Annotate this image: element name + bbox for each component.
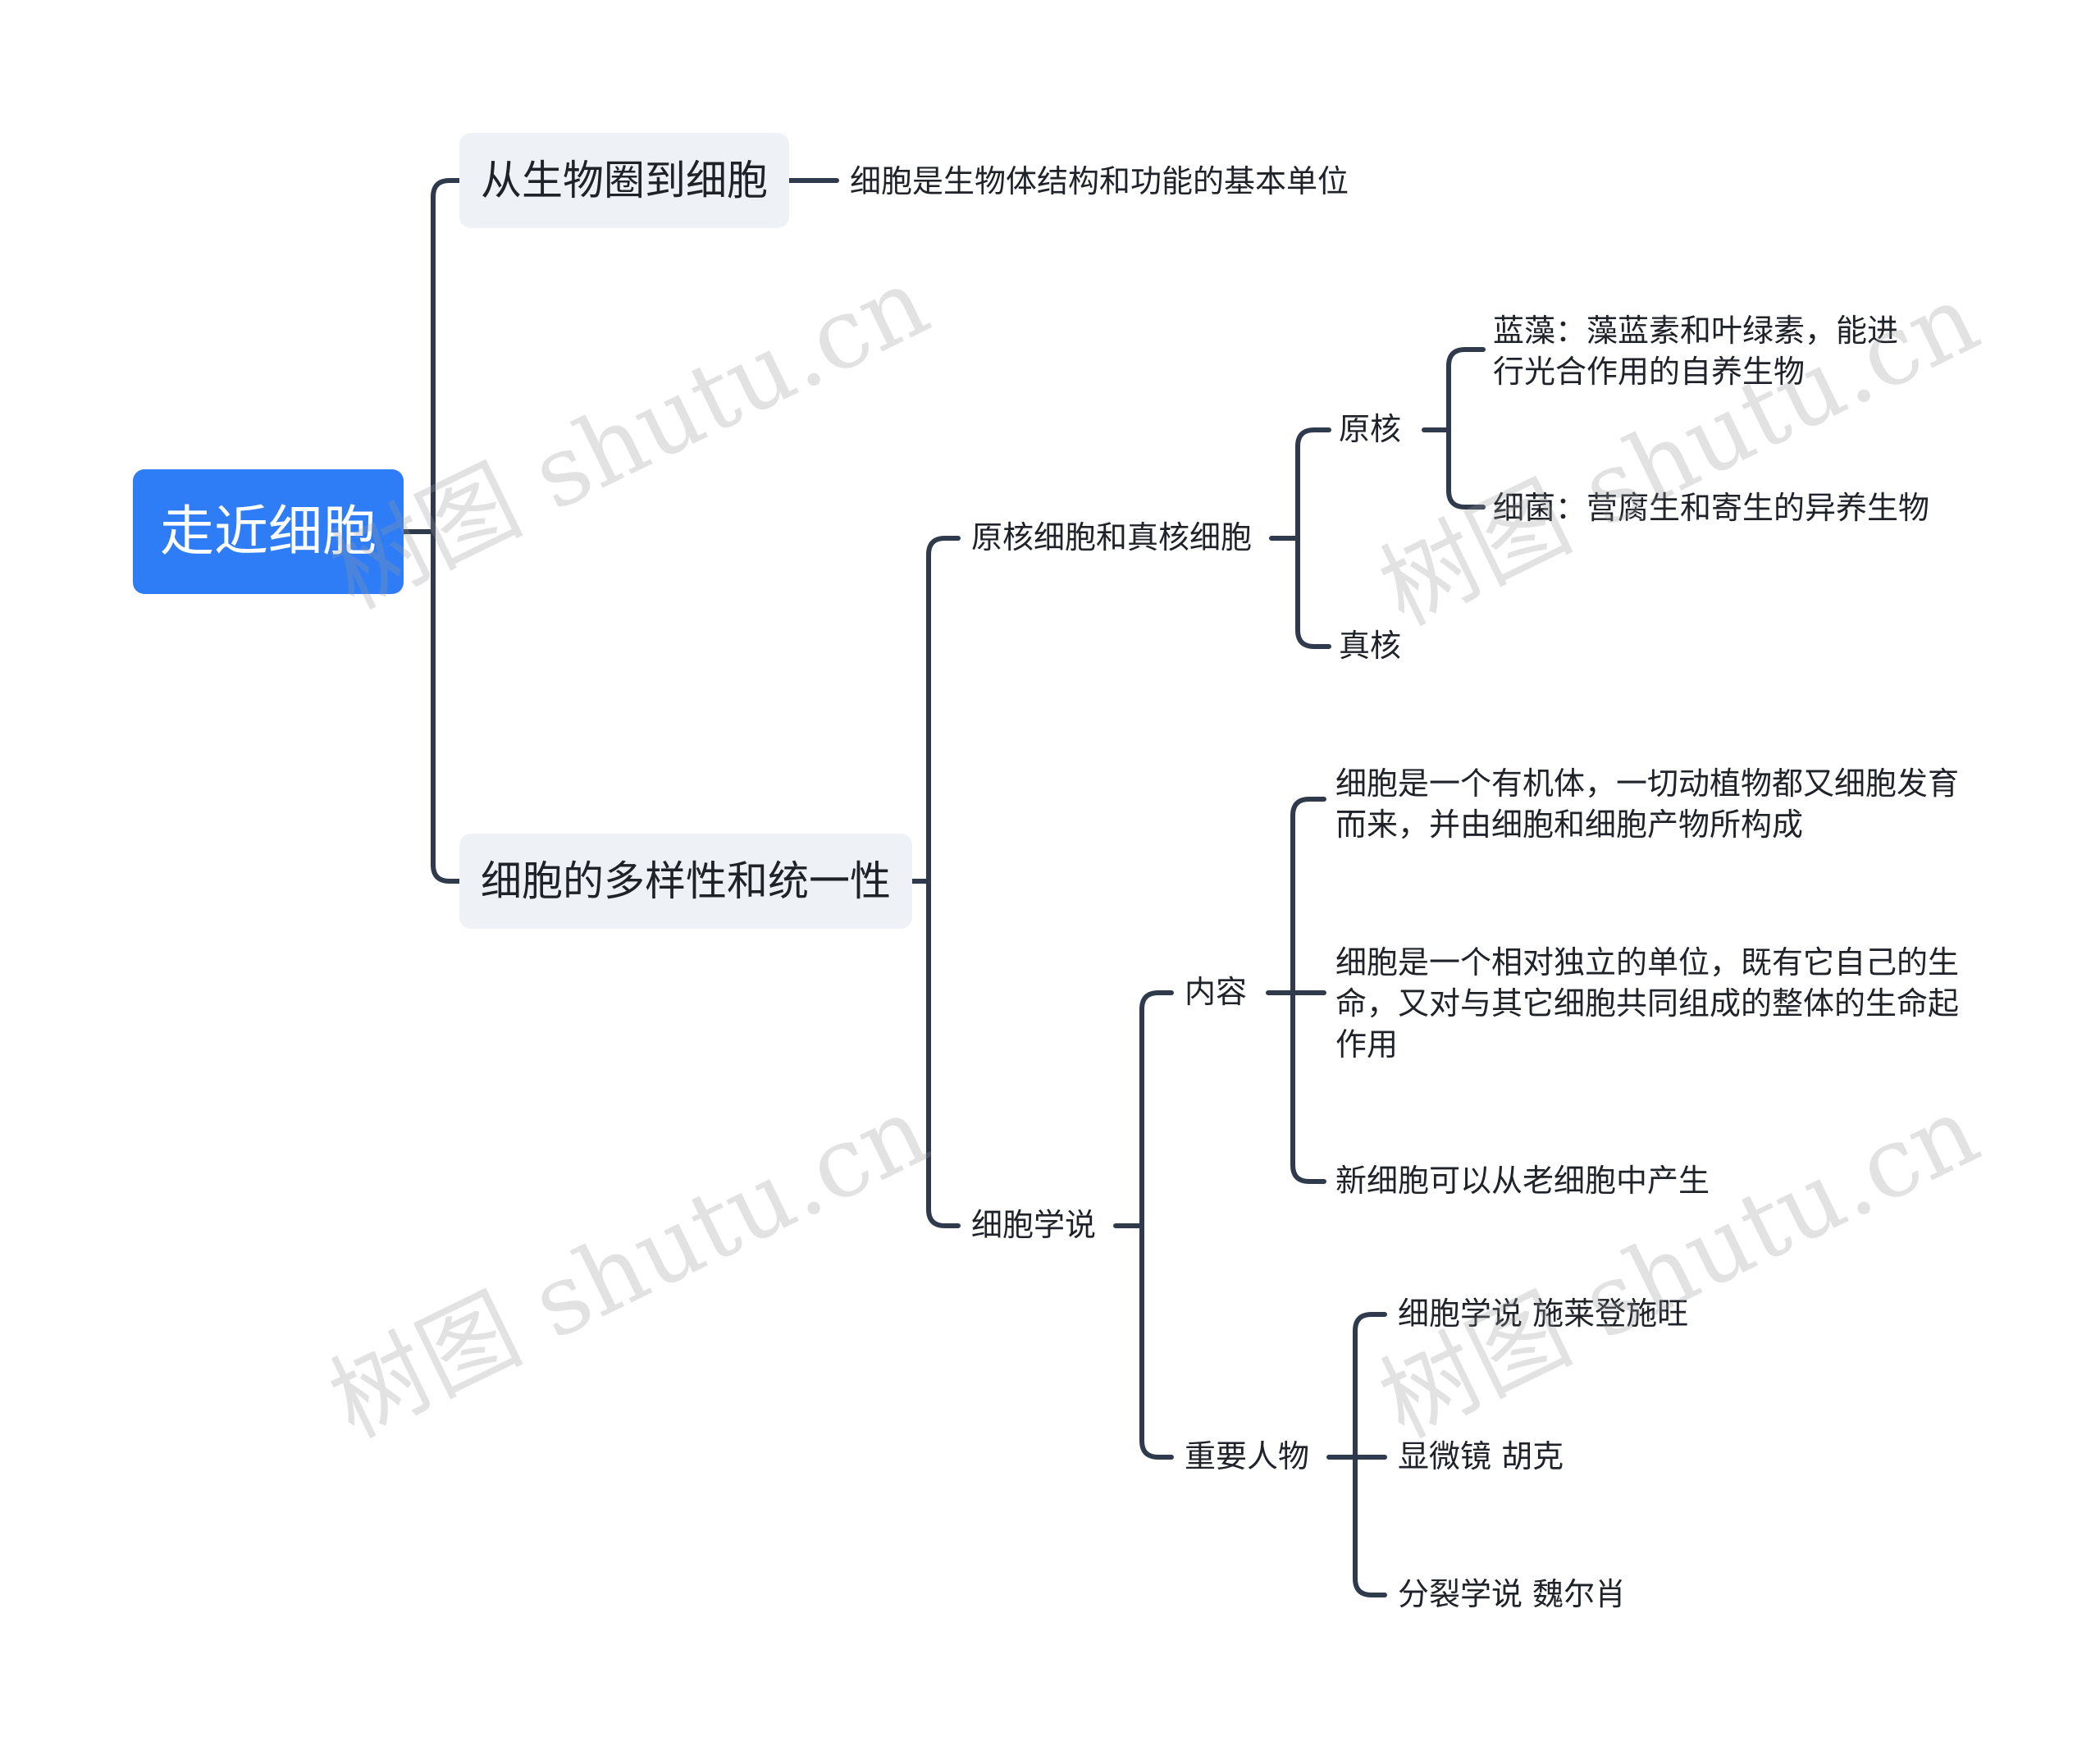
node-cell-theory[interactable]: 细胞学说 (971, 1207, 1097, 1243)
branch-cell-from-biosphere[interactable]: 从生物圈到细胞 (459, 133, 789, 228)
connector-root-branch1 (401, 178, 462, 534)
connector-prok (1422, 347, 1486, 432)
node-people-item-3[interactable]: 分裂学说 魏尔肖 (1398, 1576, 1627, 1612)
node-content-item-2[interactable]: 细胞是一个相对独立的单位，既有它自己的生命，又对与其它细胞共同组成的整体的生命起… (1335, 944, 1960, 1063)
connector-prok-bacteria (1446, 427, 1486, 510)
connector-root-branch2 (431, 529, 462, 884)
connector-branch2 (902, 536, 961, 884)
connector-people (1326, 1312, 1387, 1460)
connector-content (1266, 797, 1326, 995)
connector-pe-euk (1295, 536, 1331, 649)
root-node[interactable]: 走近细胞 (133, 469, 404, 594)
node-basic-unit[interactable]: 细胞是生物体结构和功能的基本单位 (850, 163, 1349, 199)
node-important-people[interactable]: 重要人物 (1185, 1438, 1310, 1474)
node-cyanobacteria[interactable]: 蓝藻：藻蓝素和叶绿素，能进行光合作用的自养生物 (1493, 313, 1899, 390)
node-prokaryote[interactable]: 原核 (1339, 411, 1402, 447)
node-content-item-3[interactable]: 新细胞可以从老细胞中产生 (1335, 1163, 1710, 1199)
connector-content-last (1290, 990, 1326, 1184)
connector-people-last (1353, 1455, 1387, 1597)
connector-branch2-theory (926, 879, 961, 1228)
connector-theory (1113, 990, 1174, 1228)
node-content[interactable]: 内容 (1185, 974, 1248, 1010)
node-eukaryote[interactable]: 真核 (1339, 628, 1402, 664)
connector-theory-people (1139, 1223, 1174, 1460)
branch-diversity-unity[interactable]: 细胞的多样性和统一性 (459, 834, 912, 929)
node-people-item-1[interactable]: 细胞学说 施莱登施旺 (1398, 1296, 1689, 1332)
node-content-item-1[interactable]: 细胞是一个有机体，一切动植物都又细胞发育而来，并由细胞和细胞产物所构成 (1335, 766, 1960, 843)
node-prokaryote-eukaryote[interactable]: 原核细胞和真核细胞 (971, 519, 1253, 555)
node-people-item-2[interactable]: 显微镜 胡克 (1398, 1438, 1564, 1474)
connector-pe (1269, 427, 1331, 541)
node-bacteria[interactable]: 细菌：营腐生和寄生的异养生物 (1493, 490, 1930, 526)
